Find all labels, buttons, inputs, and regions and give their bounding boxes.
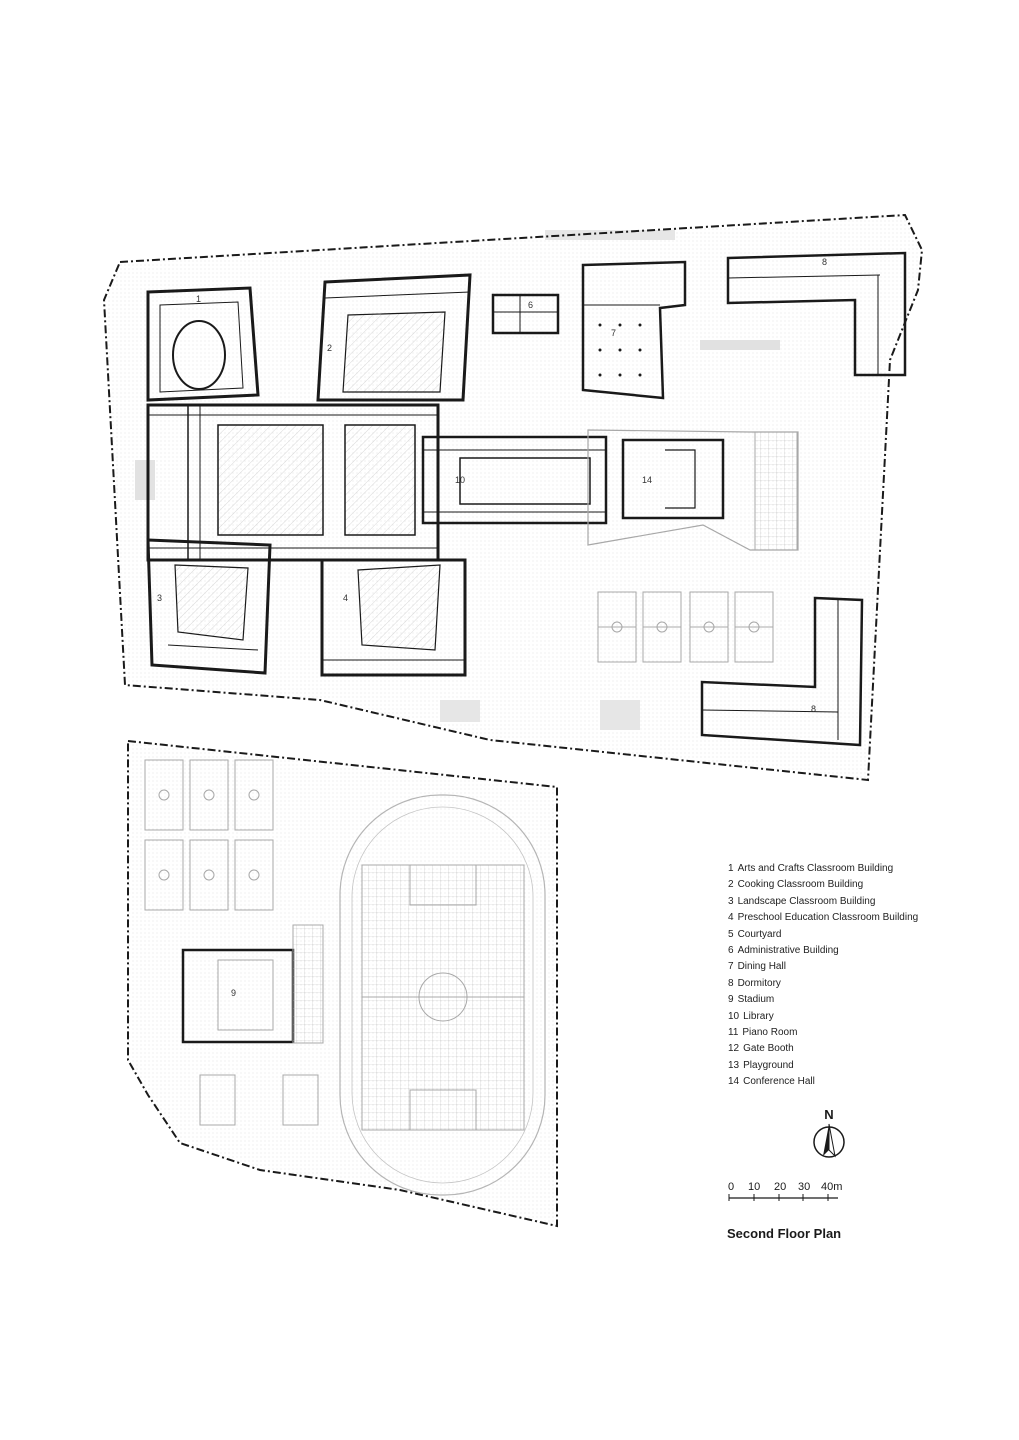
classroom-complex bbox=[146, 273, 472, 677]
stadium bbox=[181, 924, 324, 1044]
plan-label-2: 2 bbox=[327, 343, 332, 353]
site-boundary-south bbox=[127, 739, 558, 1228]
plan-label-14: 14 bbox=[642, 475, 652, 485]
dining-hall bbox=[581, 260, 687, 400]
plan-label-6: 6 bbox=[528, 300, 533, 310]
plan-label-3: 3 bbox=[157, 593, 162, 603]
plan-label-4: 4 bbox=[343, 593, 348, 603]
conference-hall bbox=[587, 429, 799, 551]
site-boundary-north bbox=[102, 213, 924, 782]
administrative-building bbox=[491, 293, 560, 335]
basketball-courts-north bbox=[597, 591, 774, 663]
plan-title: Second Floor Plan bbox=[727, 1226, 842, 1241]
dormitory-south bbox=[700, 596, 864, 747]
scale-label-20: 20 bbox=[774, 1181, 787, 1193]
scale-label-10: 10 bbox=[748, 1181, 761, 1193]
north-label: N bbox=[824, 1107, 834, 1122]
plan-number-labels: 1 2 3 4 6 7 8 8 9 10 14 bbox=[157, 257, 827, 998]
scale-label-40m: 40m bbox=[821, 1181, 843, 1193]
tennis-courts bbox=[199, 1074, 319, 1126]
scale-bar-icon bbox=[728, 1194, 838, 1201]
plan-label-8a: 8 bbox=[822, 257, 827, 267]
plan-label-1: 1 bbox=[196, 294, 201, 304]
basketball-courts-south bbox=[144, 759, 274, 911]
plan-label-7: 7 bbox=[611, 328, 616, 338]
scale-label-0: 0 bbox=[728, 1181, 735, 1193]
plan-label-10: 10 bbox=[455, 475, 465, 485]
running-track bbox=[339, 794, 546, 1196]
dormitory-north bbox=[726, 251, 907, 377]
north-indicator: N bbox=[812, 1108, 846, 1167]
scale-bar: 0 10 20 30 40m bbox=[728, 1181, 858, 1205]
library bbox=[421, 435, 608, 525]
north-arrow-icon bbox=[813, 1123, 845, 1158]
plan-label-9: 9 bbox=[231, 988, 236, 998]
scale-label-30: 30 bbox=[798, 1181, 811, 1193]
plan-label-8b: 8 bbox=[811, 704, 816, 714]
